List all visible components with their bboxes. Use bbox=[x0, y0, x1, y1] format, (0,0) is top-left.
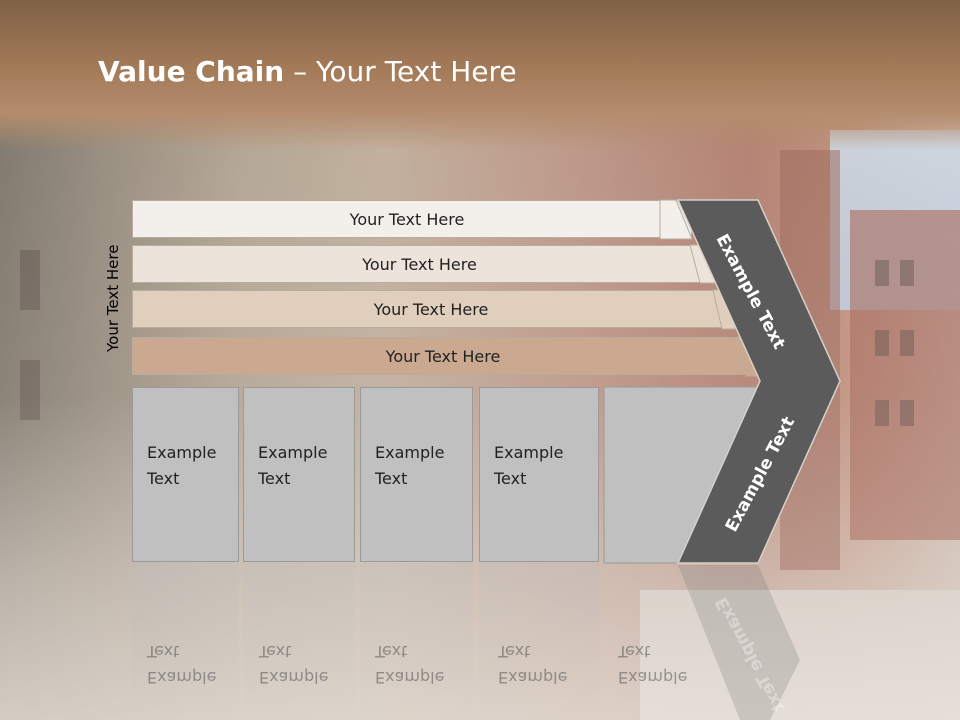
window bbox=[900, 330, 914, 356]
title-bold: Value Chain bbox=[98, 55, 285, 88]
building-right bbox=[850, 210, 960, 540]
chevron-arrow bbox=[676, 199, 841, 564]
header-band bbox=[0, 0, 960, 150]
cell-2-reflection bbox=[243, 563, 355, 720]
window bbox=[875, 330, 889, 356]
bar-3-label: Your Text Here bbox=[373, 299, 489, 319]
window bbox=[900, 260, 914, 286]
cell-2-line2: Text bbox=[258, 469, 291, 488]
cell-1-line2: Text bbox=[147, 469, 180, 488]
cell-4-line2: Text bbox=[494, 469, 527, 488]
sidewalk bbox=[640, 590, 960, 720]
cell-3-line2: Text bbox=[375, 469, 408, 488]
window bbox=[875, 400, 889, 426]
window bbox=[900, 400, 914, 426]
bar-2: Your Text Here bbox=[132, 245, 717, 283]
slide-title: Value Chain – Your Text Here bbox=[98, 55, 517, 88]
window bbox=[20, 360, 40, 420]
bar-1-label: Your Text Here bbox=[349, 209, 465, 229]
bar-2-label: Your Text Here bbox=[362, 254, 477, 274]
cell-4-reflection bbox=[479, 563, 599, 720]
window bbox=[875, 260, 889, 286]
chevron-reflection bbox=[678, 565, 800, 720]
cell-4-line1: Example bbox=[494, 443, 564, 462]
cell-2-line1: Example bbox=[258, 443, 328, 462]
window bbox=[20, 250, 40, 310]
bar-1-tip bbox=[659, 199, 693, 240]
cell-1-reflection bbox=[132, 563, 239, 720]
bar-3: Your Text Here bbox=[132, 290, 740, 328]
title-rest: – Your Text Here bbox=[284, 55, 517, 88]
bar-1: Your Text Here bbox=[132, 200, 692, 238]
cell-3-reflection bbox=[360, 563, 473, 720]
bar-4: Your Text Here bbox=[132, 337, 764, 375]
cell-1-line1: Example bbox=[147, 443, 217, 462]
bar-4-label: Your Text Here bbox=[385, 346, 501, 366]
cell-3-line1: Example bbox=[375, 443, 445, 462]
